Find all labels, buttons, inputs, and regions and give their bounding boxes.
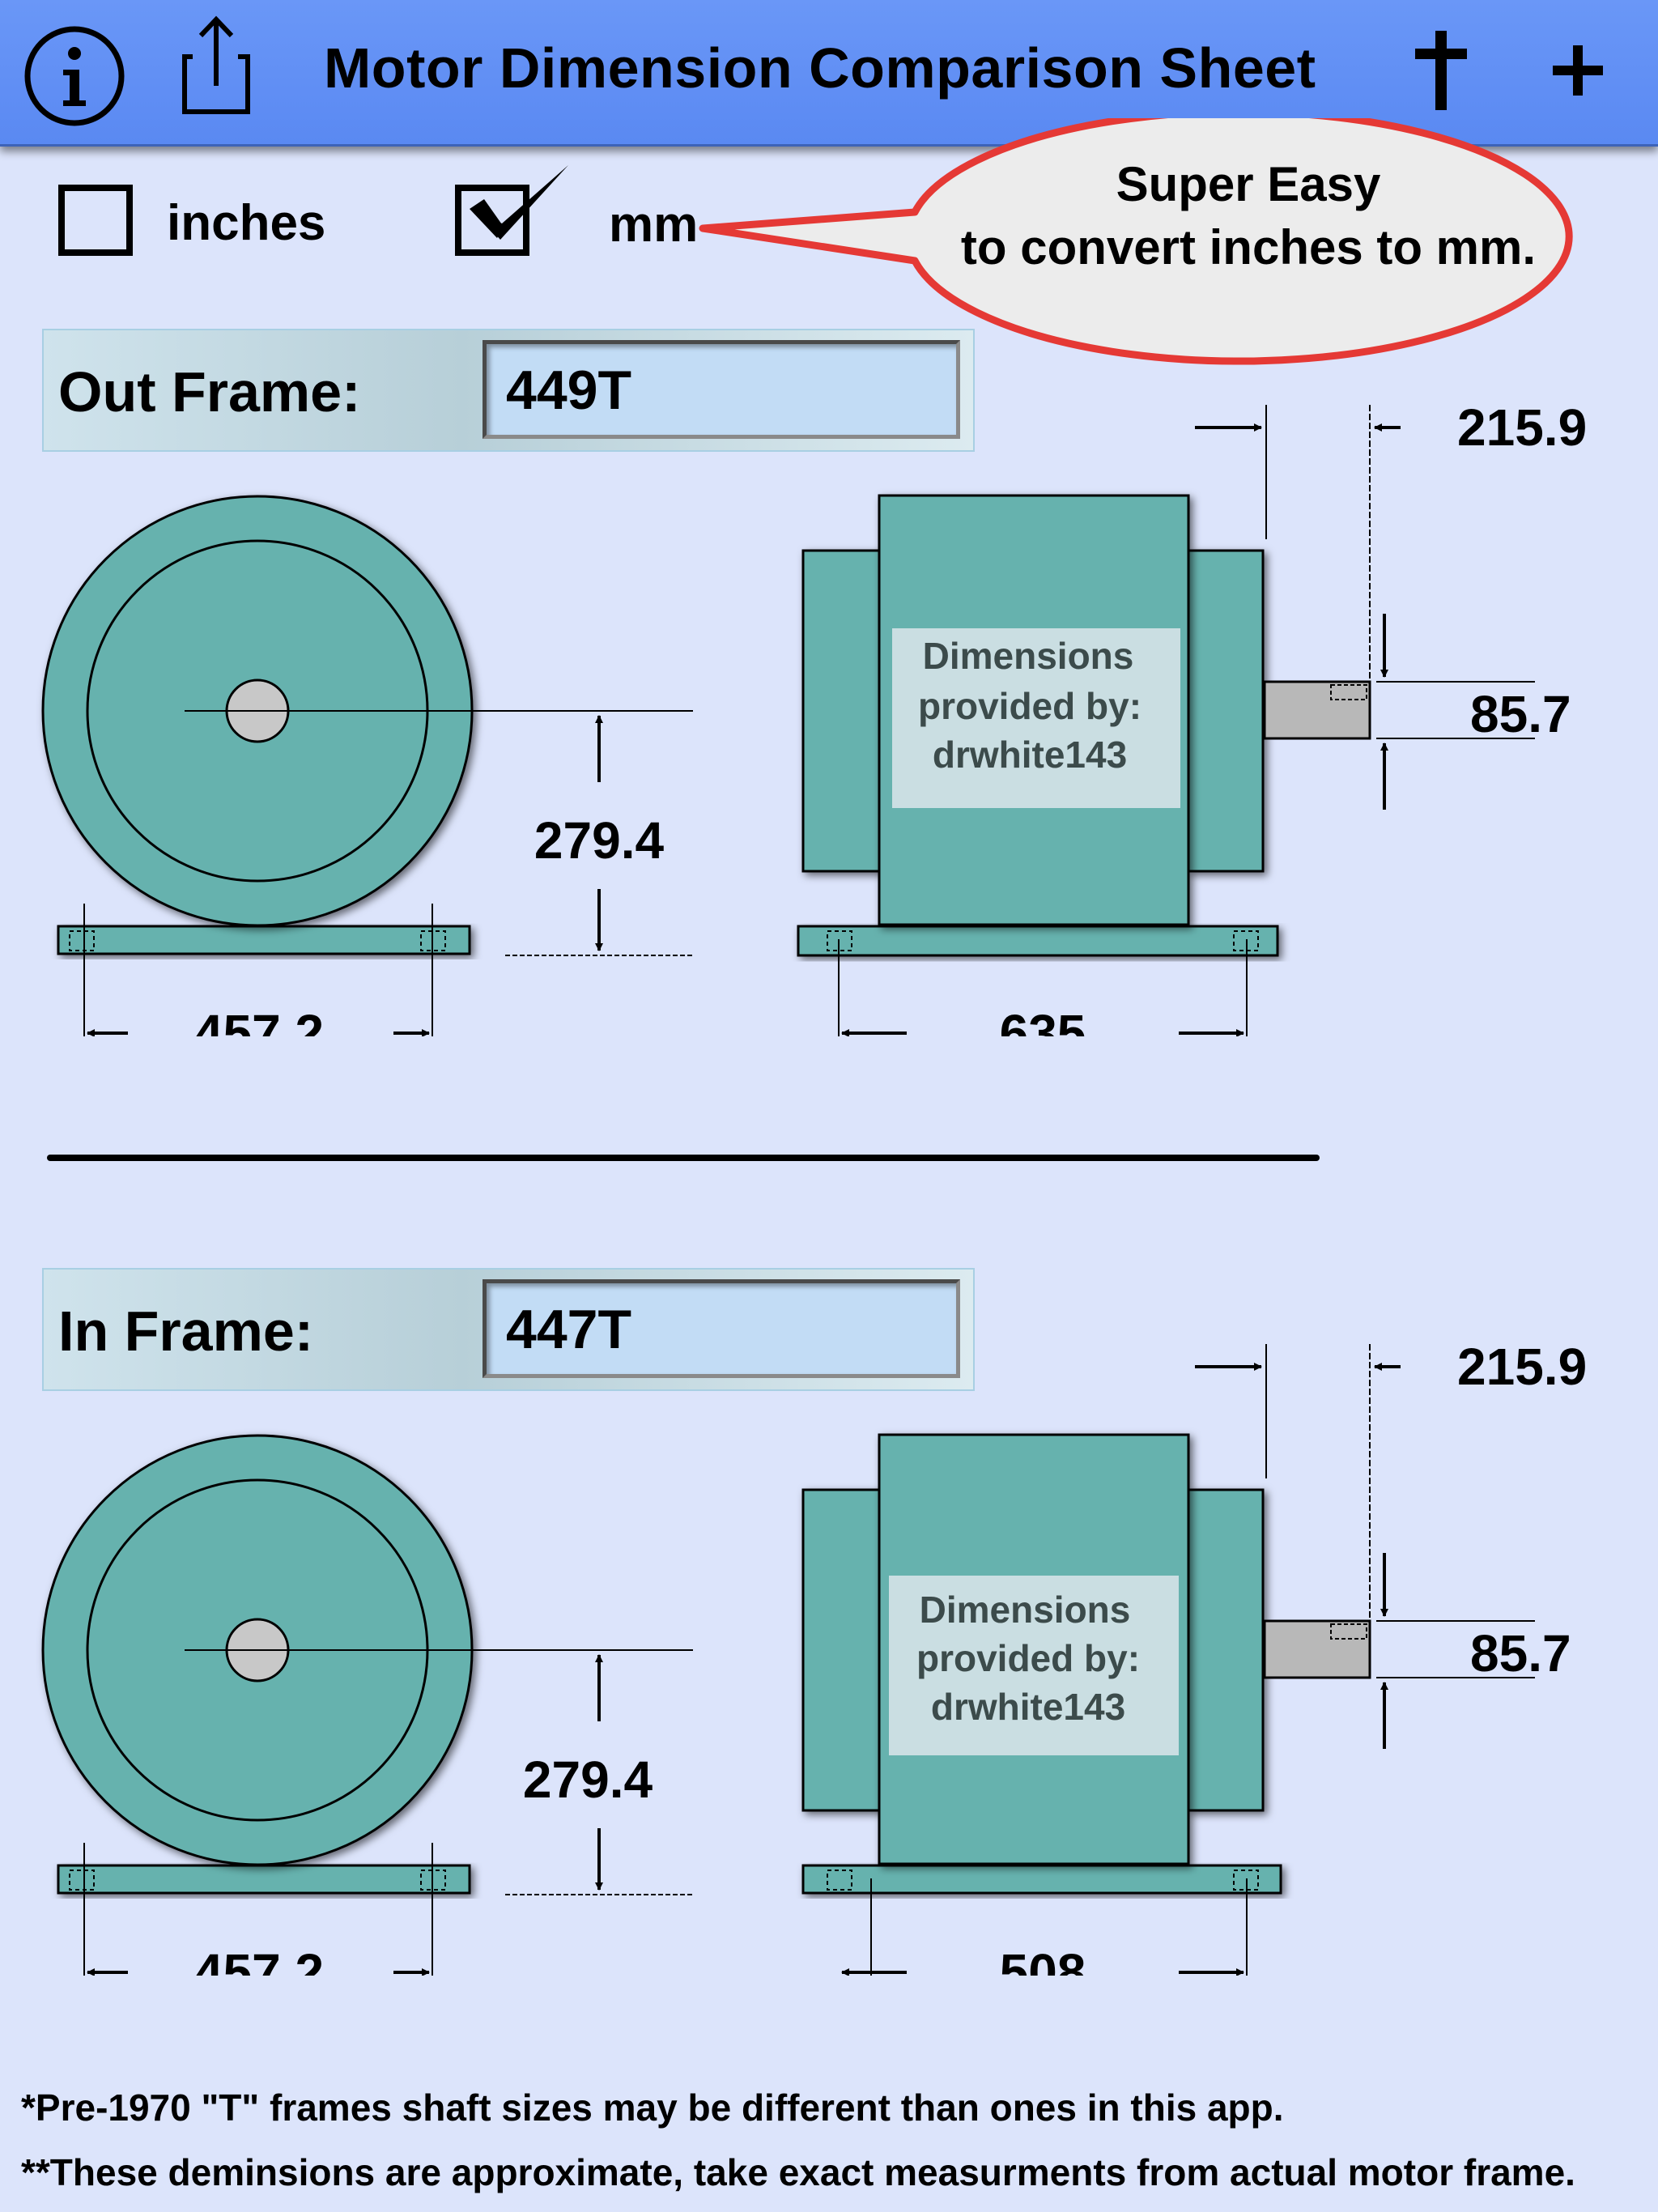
out-shaft-length: 215.9 [1457, 398, 1587, 457]
in-frame-field: In Frame: 447T [42, 1268, 975, 1391]
credit-line1: Dimensions [923, 635, 1134, 677]
plus-icon [1553, 45, 1603, 96]
add-button[interactable] [1553, 45, 1603, 96]
side-foot [797, 925, 1279, 957]
in-frame-drawing: 279.4 457.2 Dimensions provided by: drwh… [41, 1338, 1587, 1976]
share-button[interactable] [180, 11, 253, 117]
out-foot-length: 635 [1000, 1004, 1086, 1036]
credit-panel [889, 1576, 1179, 1755]
mm-label: mm [609, 197, 699, 253]
callout-line1: Super Easy [1116, 157, 1381, 211]
in-frame-input[interactable]: 447T [483, 1279, 960, 1378]
out-shaft-diameter: 85.7 [1470, 685, 1571, 743]
credit-line2: provided by: [918, 685, 1141, 727]
page-title: Motor Dimension Comparison Sheet [324, 36, 1316, 100]
front-foot [57, 1864, 471, 1895]
out-foot-width: 457.2 [194, 1004, 324, 1036]
in-foot-width: 457.2 [194, 1943, 324, 1976]
in-foot-length: 508 [1000, 1943, 1086, 1976]
in-shaft-height: 279.4 [523, 1750, 653, 1809]
note-1: *Pre-1970 "T" frames shaft sizes may be … [21, 2087, 1284, 2129]
credit-line3: drwhite143 [933, 734, 1127, 776]
credit-line3: drwhite143 [931, 1686, 1125, 1728]
dagger-icon [1415, 31, 1467, 110]
credit-panel [892, 628, 1180, 808]
out-frame-input[interactable]: 449T [483, 340, 960, 439]
inches-checkbox[interactable] [58, 185, 133, 256]
dagger-button[interactable] [1409, 31, 1473, 112]
out-frame-label: Out Frame: [58, 360, 361, 423]
out-frame-field: Out Frame: 449T [42, 329, 975, 452]
out-frame-drawing: 279.4 457.2 Dimensions provided by: drwh… [41, 398, 1587, 1036]
credit-line2: provided by: [916, 1637, 1140, 1679]
checkmark-icon [470, 165, 568, 240]
front-foot [57, 925, 471, 955]
share-icon [182, 15, 250, 114]
mm-checkbox[interactable] [455, 185, 529, 256]
info-icon [24, 26, 125, 126]
info-button[interactable] [21, 23, 128, 130]
side-foot [801, 1864, 1282, 1895]
shaft [1263, 1619, 1371, 1679]
section-divider [47, 1155, 1320, 1161]
inches-label: inches [167, 195, 326, 251]
note-2: **These deminsions are approximate, take… [21, 2151, 1575, 2193]
credit-line1: Dimensions [920, 1589, 1131, 1631]
callout-bubble: Super Easy to convert inches to mm. [699, 118, 1573, 365]
shaft [1263, 680, 1371, 740]
out-shaft-height: 279.4 [534, 811, 665, 870]
in-shaft-diameter: 85.7 [1470, 1624, 1571, 1682]
in-shaft-length: 215.9 [1457, 1338, 1587, 1396]
in-frame-label: In Frame: [58, 1300, 314, 1363]
callout-line2: to convert inches to mm. [961, 220, 1536, 274]
top-toolbar: Motor Dimension Comparison Sheet [0, 0, 1658, 147]
